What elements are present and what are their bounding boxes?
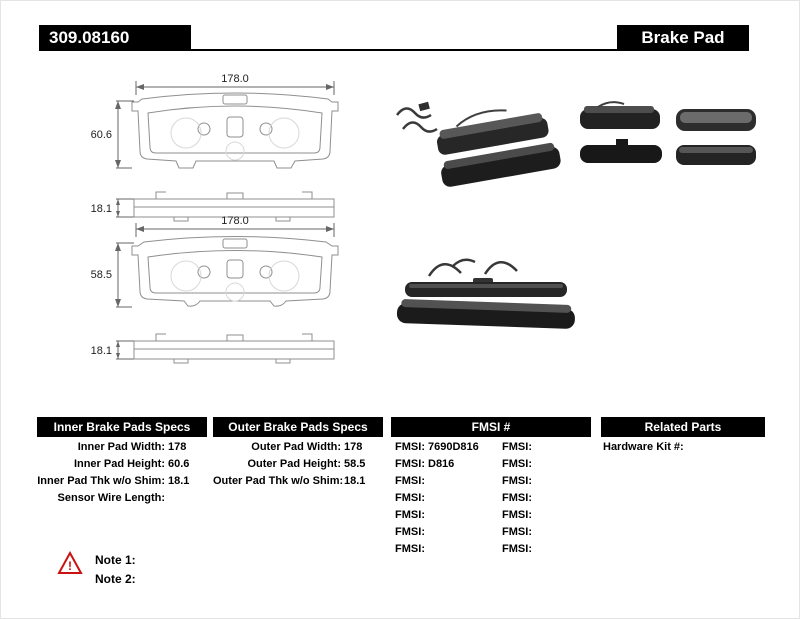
table-row: FMSI: 7690D816 FMSI: — [391, 439, 591, 456]
outer-pad-front-drawing: 178.0 58.5 — [91, 215, 339, 308]
fmsi-label: FMSI: — [395, 475, 425, 487]
related-parts-header: Related Parts — [601, 417, 765, 437]
pad-assembly-photo-bottom — [396, 258, 575, 329]
page-title: Brake Pad — [617, 25, 749, 51]
table-row: Outer Pad Width: 178 — [213, 439, 383, 456]
table-row: FMSI: FMSI: — [391, 507, 591, 524]
table-row: Inner Pad Height: 60.6 — [37, 456, 207, 473]
spec-label: Sensor Wire Length: — [57, 492, 165, 504]
inner-pad-specs-table: Inner Brake Pads Specs Inner Pad Width: … — [37, 417, 207, 507]
spec-label: Inner Pad Width: — [77, 441, 165, 453]
spec-label: Outer Pad Height: — [247, 458, 341, 470]
table-row: FMSI: FMSI: — [391, 473, 591, 490]
table-row: Inner Pad Width: 178 — [37, 439, 207, 456]
related-parts-table: Related Parts Hardware Kit #: — [601, 417, 765, 456]
outer-pad-thickness-dimension: 18.1 — [91, 345, 112, 357]
table-row: Sensor Wire Length: — [37, 490, 207, 507]
fmsi-label: FMSI: — [502, 492, 532, 504]
spec-value: 18.1 — [344, 475, 366, 487]
outer-specs-header: Outer Brake Pads Specs — [213, 417, 383, 437]
table-row: FMSI: FMSI: — [391, 541, 591, 558]
table-row: Hardware Kit #: — [601, 439, 765, 456]
fmsi-value — [532, 473, 591, 490]
spec-label: Outer Pad Width: — [251, 441, 341, 453]
table-row: Inner Pad Thk w/o Shim: 18.1 — [37, 473, 207, 490]
fmsi-label: FMSI: — [395, 441, 425, 453]
fmsi-label: FMSI: — [502, 526, 532, 538]
fmsi-label: FMSI: — [502, 441, 532, 453]
outer-pad-side-drawing: 18.1 — [91, 333, 335, 364]
fmsi-label: FMSI: — [395, 458, 425, 470]
fmsi-value — [532, 490, 591, 507]
fmsi-value — [425, 507, 494, 524]
fmsi-value: D816 — [428, 458, 455, 470]
part-number: 309.08160 — [39, 25, 191, 51]
fmsi-value — [425, 541, 494, 558]
note-1-label: Note 1: — [95, 553, 136, 567]
fmsi-label: FMSI: — [502, 458, 532, 470]
fmsi-label: FMSI: — [395, 492, 425, 504]
spec-value: 60.6 — [168, 458, 190, 470]
fmsi-value — [425, 524, 494, 541]
pad-assembly-photo-top — [396, 101, 561, 187]
fmsi-value — [425, 473, 494, 490]
fmsi-value — [532, 507, 591, 524]
outer-pad-specs-table: Outer Brake Pads Specs Outer Pad Width: … — [213, 417, 383, 490]
spec-value: 178 — [344, 441, 363, 453]
outer-pad-width-dimension: 178.0 — [221, 215, 249, 227]
spec-label: Hardware Kit #: — [603, 441, 684, 453]
fmsi-value — [532, 541, 591, 558]
table-row: Outer Pad Thk w/o Shim: 18.1 — [213, 473, 383, 490]
fmsi-label: FMSI: — [502, 475, 532, 487]
outer-pad-height-dimension: 58.5 — [91, 269, 112, 281]
table-row: FMSI: D816 FMSI: — [391, 456, 591, 473]
inner-pad-side-drawing: 18.1 — [91, 191, 335, 222]
inner-pad-front-drawing: 178.0 60.6 — [91, 73, 339, 169]
table-row: FMSI: FMSI: — [391, 524, 591, 541]
spec-label: Inner Pad Thk w/o Shim: — [37, 475, 165, 487]
warning-icon: ! — [57, 550, 83, 575]
fmsi-value — [532, 439, 591, 456]
fmsi-value — [425, 490, 494, 507]
fmsi-label: FMSI: — [502, 509, 532, 521]
fmsi-label: FMSI: — [395, 509, 425, 521]
fmsi-label: FMSI: — [395, 543, 425, 555]
fmsi-value — [532, 456, 591, 473]
spec-value: 18.1 — [168, 475, 190, 487]
spec-label: Outer Pad Thk w/o Shim: — [213, 475, 344, 487]
spec-value: 178 — [168, 441, 187, 453]
inner-pad-width-dimension: 178.0 — [221, 73, 249, 85]
fmsi-value: 7690D816 — [428, 441, 479, 453]
fmsi-label: FMSI: — [395, 526, 425, 538]
fmsi-table: FMSI # FMSI: 7690D816 FMSI: FMSI: D816 F… — [391, 417, 591, 558]
note-2-label: Note 2: — [95, 572, 136, 586]
spec-value — [687, 439, 765, 456]
header-rule — [39, 49, 749, 51]
table-row: FMSI: FMSI: — [391, 490, 591, 507]
fmsi-header: FMSI # — [391, 417, 591, 437]
warning-glyph: ! — [68, 559, 72, 573]
spec-label: Inner Pad Height: — [73, 458, 165, 470]
inner-pad-height-dimension: 60.6 — [91, 129, 112, 141]
pad-set-photo — [580, 101, 756, 165]
inner-pad-thickness-dimension: 18.1 — [91, 203, 112, 215]
inner-specs-header: Inner Brake Pads Specs — [37, 417, 207, 437]
fmsi-value — [532, 524, 591, 541]
fmsi-label: FMSI: — [502, 543, 532, 555]
spec-value: 58.5 — [344, 458, 366, 470]
spec-value — [168, 490, 207, 507]
table-row: Outer Pad Height: 58.5 — [213, 456, 383, 473]
